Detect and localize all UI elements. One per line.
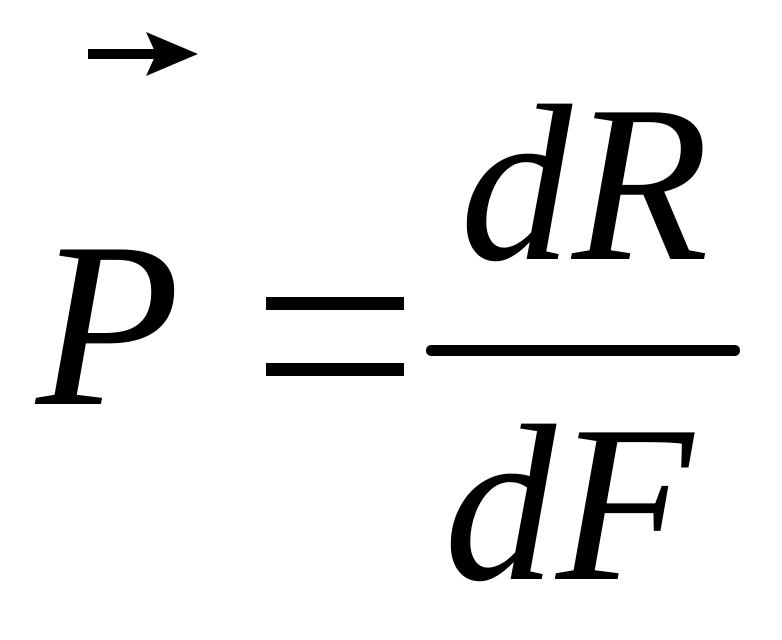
numerator: dR — [460, 60, 709, 308]
vector-variable: P — [36, 32, 216, 444]
right-arrow-icon — [88, 32, 198, 76]
vector-symbol: P — [36, 195, 181, 456]
denominator: dF — [444, 380, 693, 628]
equals-sign — [266, 297, 404, 379]
fraction-bar — [426, 345, 740, 356]
derivative-fraction: dR dF — [426, 60, 740, 616]
